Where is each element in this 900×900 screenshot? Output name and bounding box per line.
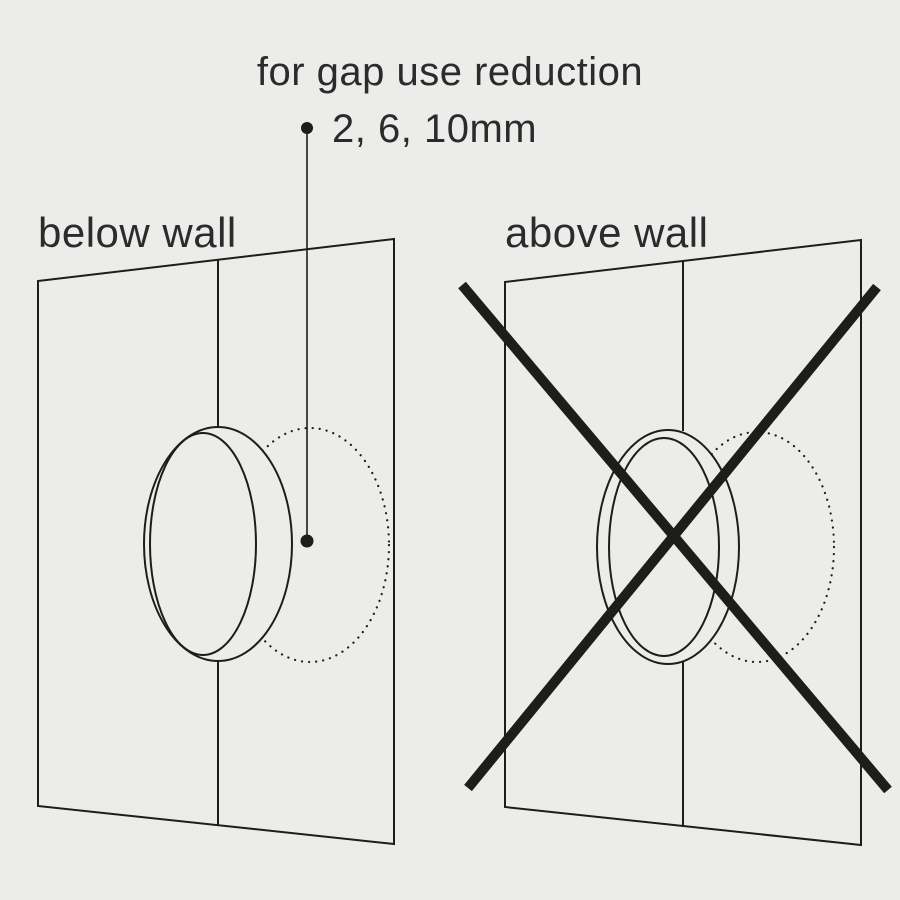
cross-stroke-2	[464, 283, 881, 792]
panel-below-wall: below wall	[37, 209, 395, 846]
above-wall-label: above wall	[505, 209, 708, 256]
below-wall-label: below wall	[38, 209, 237, 256]
annotation-line2: 2, 6, 10mm	[332, 107, 537, 151]
annotation-line1: for gap use reduction	[257, 50, 643, 94]
panel-above-wall: above wall	[458, 209, 892, 847]
leader-end-dot	[300, 534, 314, 548]
knob-outer-left	[143, 426, 293, 662]
cross-x-mark	[458, 281, 892, 794]
knob-front-face-left	[149, 432, 257, 656]
knob-front-face-right	[608, 437, 720, 657]
wall-plate-left	[37, 237, 395, 846]
gap-annotation: for gap use reduction 2, 6, 10mm	[257, 50, 643, 548]
reduction-ring-dotted-left	[229, 426, 391, 664]
wall-plate-right	[504, 238, 862, 847]
annotation-bullet-dot	[301, 122, 313, 134]
